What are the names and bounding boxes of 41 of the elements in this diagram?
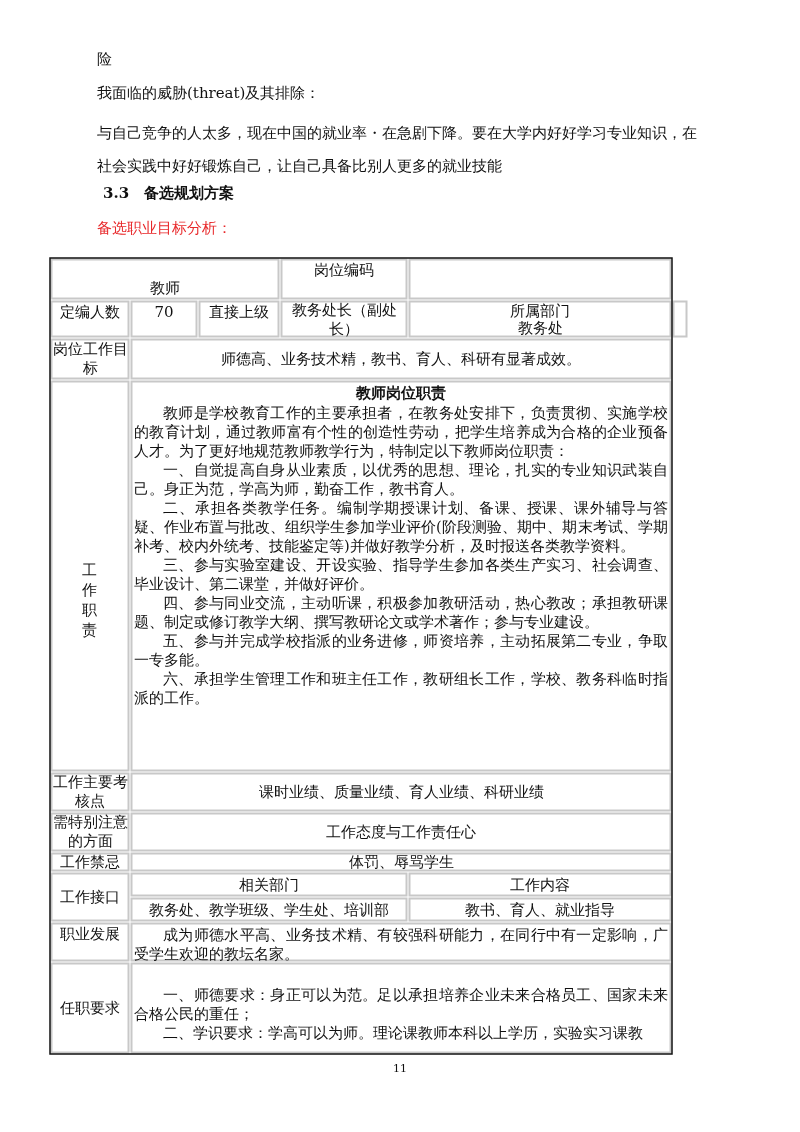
cell-text: 教师 <box>149 278 181 298</box>
paragraph: 二、承担各类教学任务。编制学期授课计划、备课、授课、课外辅导与答疑、作业布置与批改、组织学生参加学业评价(阶段测验、期中、期末考试、学期补考、校内外统考、技能鉴定等)并做好教学分析，及时报送各类教学资料。 <box>134 498 668 555</box>
cell-text: 教务处长（副处长） <box>290 302 398 338</box>
cell-text: 岗位编码 <box>313 260 375 280</box>
cell-text: 体罚、辱骂学生 <box>347 853 455 871</box>
cell-text: 课时业绩、质量业绩、育人业绩、科研业绩 <box>257 781 545 803</box>
column-header: 工作内容 <box>509 874 571 896</box>
row-header: 需特别注意的方面 <box>52 814 128 850</box>
cell-text: 教务处、教学班级、学生处、培训部 <box>148 899 390 921</box>
cell-text: 教书、育人、就业指导 <box>464 899 616 921</box>
paragraph: 一、师德要求：身正可以为范。足以承担培养企业未来合格员工、国家未来合格公民的重任； <box>134 985 668 1023</box>
paragraph: 教师是学校教育工作的主要承担者，在教务处安排下，负责贯彻、实施学校的教育计划，通过教师富有个性的创造性劳动，把学生培养成为合格的企业预备人才。为了更好地规范教师教学行为，特制定以下教师岗位职责： <box>134 403 668 460</box>
row-header: 所属部门 <box>509 302 571 320</box>
section-heading: 3.3 备选规划方案 <box>103 184 236 204</box>
cell-text: 教务处 <box>516 319 564 337</box>
row-header: 岗位工作目标 <box>52 340 128 378</box>
paragraph: 成为师德水平高、业务技术精、有较强科研能力，在同行中有一定影响，广受学生欢迎的教坛名家。 <box>134 925 668 963</box>
paragraph: 与自己竞争的人太多，现在中国的就业率・在急剧下降。要在大学内好好学习专业知识，在社会实践中好好锻炼自己，让自己具备比别人更多的就业技能 <box>97 123 697 177</box>
cell-text: 师德高、业务技术精，教书、育人、科研有显著成效。 <box>220 348 582 370</box>
row-header: 工作禁忌 <box>59 853 121 871</box>
paragraph: 六、承担学生管理工作和班主任工作，教研组长工作，学校、教务科临时指派的工作。 <box>134 669 668 707</box>
column-header: 相关部门 <box>238 874 300 896</box>
paragraph: 一、自觉提高自身从业素质，以优秀的思想、理论，扎实的专业知识武装自己。身正为范，学高为师，勤奋工作，教书育人。 <box>134 460 668 498</box>
row-header: 直接上级 <box>208 302 270 322</box>
text-line: 我面临的威胁(threat)及其排除： <box>97 84 322 104</box>
page-number: 11 <box>392 1060 408 1076</box>
paragraph: 三、参与实验室建设、开设实验、指导学生参加各类生产实习、社会调查、毕业设计、第二课堂，并做好评价。 <box>134 555 668 593</box>
cell-text: 工作态度与工作责任心 <box>325 821 477 843</box>
row-header: 任职要求 <box>59 997 121 1019</box>
row-header: 职业发展 <box>59 924 121 944</box>
row-header: 工作接口 <box>59 886 121 908</box>
subheading: 备选职业目标分析： <box>97 219 233 239</box>
paragraph: 二、学识要求：学高可以为师。理论课教师本科以上学历，实验实习课教 <box>162 1023 645 1042</box>
text-line: 险 <box>97 50 113 70</box>
row-header: 定编人数 <box>59 302 121 322</box>
heading: 教师岗位职责 <box>355 384 447 403</box>
row-header: 工作主要考核点 <box>52 774 128 810</box>
row-header: 工作职责 <box>81 560 98 640</box>
paragraph: 四、参与同业交流，主动听课，积极参加教研活动，热心教改；承担教研课题、制定或修订教学大纲、撰写教研论文或学术著作；参与专业建设。 <box>134 593 668 631</box>
cell-text: 70 <box>153 302 175 322</box>
paragraph: 五、参与并完成学校指派的业务进修，师资培养，主动拓展第二专业，争取一专多能。 <box>134 631 668 669</box>
